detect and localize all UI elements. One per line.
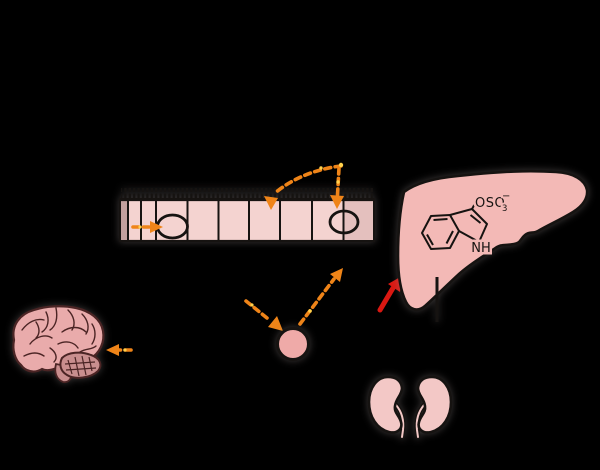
kidneys — [367, 375, 453, 440]
kidney-right — [414, 375, 453, 440]
brain — [12, 305, 105, 384]
ureter-lumen — [395, 404, 405, 438]
cerebellum — [59, 351, 102, 379]
gut-bacterium — [276, 327, 310, 361]
orange-arrowheads — [106, 195, 344, 356]
pyrrole-ring — [449, 208, 488, 243]
curved-arrow-into-epithelium — [273, 164, 343, 195]
epithelium-left-edge-cell — [121, 200, 129, 240]
liver: OSO 3 − NH — [396, 169, 589, 322]
arrow-into-bacterium — [244, 299, 269, 320]
epithelial-cell-dividers — [127, 200, 345, 241]
liver-body — [396, 169, 589, 311]
arrow-glints — [123, 162, 344, 352]
kidney-left — [367, 375, 406, 440]
kidney-body — [416, 375, 453, 434]
sulfate-subscript: 3 — [502, 204, 507, 214]
sulfate-group-label: OSO — [475, 196, 505, 211]
ureter-lumen — [415, 404, 425, 438]
indoxyl-sulfate-structure — [421, 199, 488, 250]
kidney-body — [367, 375, 404, 434]
cerebellum-striations — [64, 355, 97, 377]
brain-gyri — [21, 307, 97, 363]
sulfate-charge: − — [502, 191, 510, 202]
cell-nucleus — [328, 209, 360, 235]
arrow-bacterium-to-epithelium — [298, 277, 336, 326]
intestinal-epithelium — [118, 188, 376, 243]
nh-label: NH — [471, 241, 491, 256]
microvilli-brush-border — [121, 188, 373, 200]
